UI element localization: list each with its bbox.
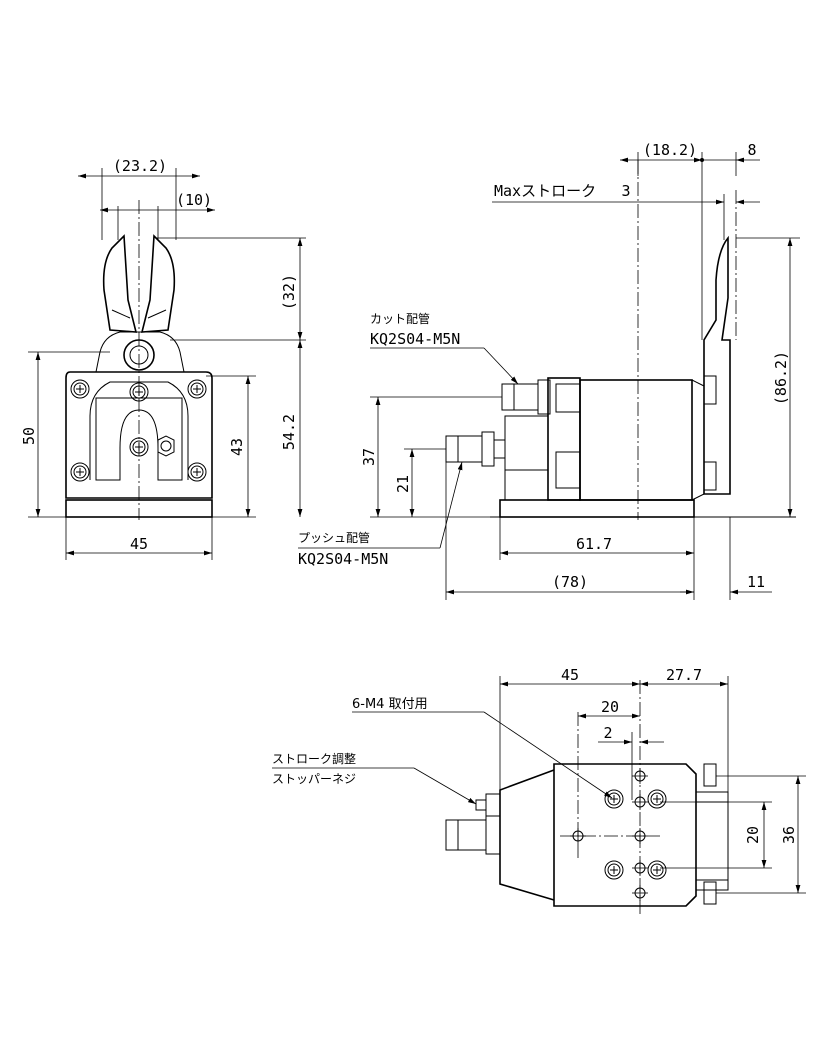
corner-screw-icon	[70, 379, 90, 399]
side-view: (18.2) 8 Maxストローク 3 (86.2) カット配管 KQ2S04-…	[298, 141, 800, 600]
dim-front-jaw-gap: (10)	[176, 191, 212, 209]
stopper-label-1: ストローク調整	[272, 751, 356, 766]
dim-side-total-height: (86.2)	[772, 351, 790, 405]
dim-bottom-hole-pitch-v: 20	[744, 826, 762, 844]
dim-push-port-height: 21	[394, 475, 412, 493]
port-fitting-icon	[157, 435, 175, 457]
push-port-fitting	[445, 431, 506, 467]
right-jaw	[140, 234, 176, 333]
bottom-rear-block	[695, 791, 729, 891]
dim-bottom-right: 27.7	[666, 666, 702, 684]
side-body	[579, 379, 693, 501]
bottom-screw-icon	[647, 789, 667, 809]
dim-front-jaw-width: (23.2)	[113, 157, 167, 175]
cut-port-part-number: KQ2S04-M5N	[370, 330, 460, 348]
dim-side-offset: (18.2)	[643, 141, 697, 159]
cut-port-label: カット配管	[370, 311, 430, 326]
dim-front-jaw-height: (32)	[280, 274, 298, 310]
rear-fitting-top	[703, 375, 717, 405]
dim-side-total-length: (78)	[552, 573, 588, 591]
stopper-screw	[485, 793, 501, 817]
dim-bottom-hole-pitch: 20	[601, 698, 619, 716]
dim-side-blade: 8	[747, 141, 756, 159]
mount-label: 6-M4 取付用	[352, 697, 428, 712]
dim-side-body-length: 61.7	[576, 535, 612, 553]
dim-front-body-height: 43	[228, 438, 246, 456]
bottom-front-taper	[499, 769, 555, 901]
bottom-body	[553, 763, 697, 907]
dim-bottom-length: 45	[561, 666, 579, 684]
max-stroke-label: Maxストローク	[494, 182, 596, 200]
rear-fitting-bottom	[703, 461, 717, 491]
dim-bottom-hole-offset: 2	[603, 724, 612, 742]
max-stroke-value: 3	[621, 182, 630, 200]
push-port-part-number: KQ2S04-M5N	[298, 550, 388, 568]
cut-port-fitting	[501, 379, 551, 415]
dim-front-total-height: 54.2	[280, 414, 298, 450]
corner-screw-icon	[70, 462, 90, 482]
front-body	[65, 371, 213, 499]
dim-cut-port-height: 37	[360, 448, 378, 466]
side-front-plate	[547, 377, 581, 501]
dim-front-width: 45	[130, 535, 148, 553]
side-blade	[703, 235, 731, 495]
bottom-screw-icon	[647, 860, 667, 880]
dim-side-tail: 11	[747, 573, 765, 591]
left-jaw	[102, 234, 138, 333]
stopper-label-2: ストッパーネジ	[272, 772, 356, 786]
front-view: (23.2) (10) (32) 54.2 43 50 45	[20, 157, 306, 560]
corner-screw-icon	[187, 462, 207, 482]
bottom-screw-icon	[604, 860, 624, 880]
bottom-screw-icon	[604, 789, 624, 809]
push-port-label: プッシュ配管	[298, 530, 370, 545]
dim-front-height: 50	[20, 427, 38, 445]
dim-bottom-width: 36	[780, 826, 798, 844]
bottom-port-fitting	[445, 819, 487, 851]
corner-screw-icon	[187, 379, 207, 399]
bottom-view: 45 27.7 20 2 6-M4 取付用 ストローク調整 ストッパーネジ 20…	[272, 666, 806, 915]
side-base	[499, 499, 695, 518]
